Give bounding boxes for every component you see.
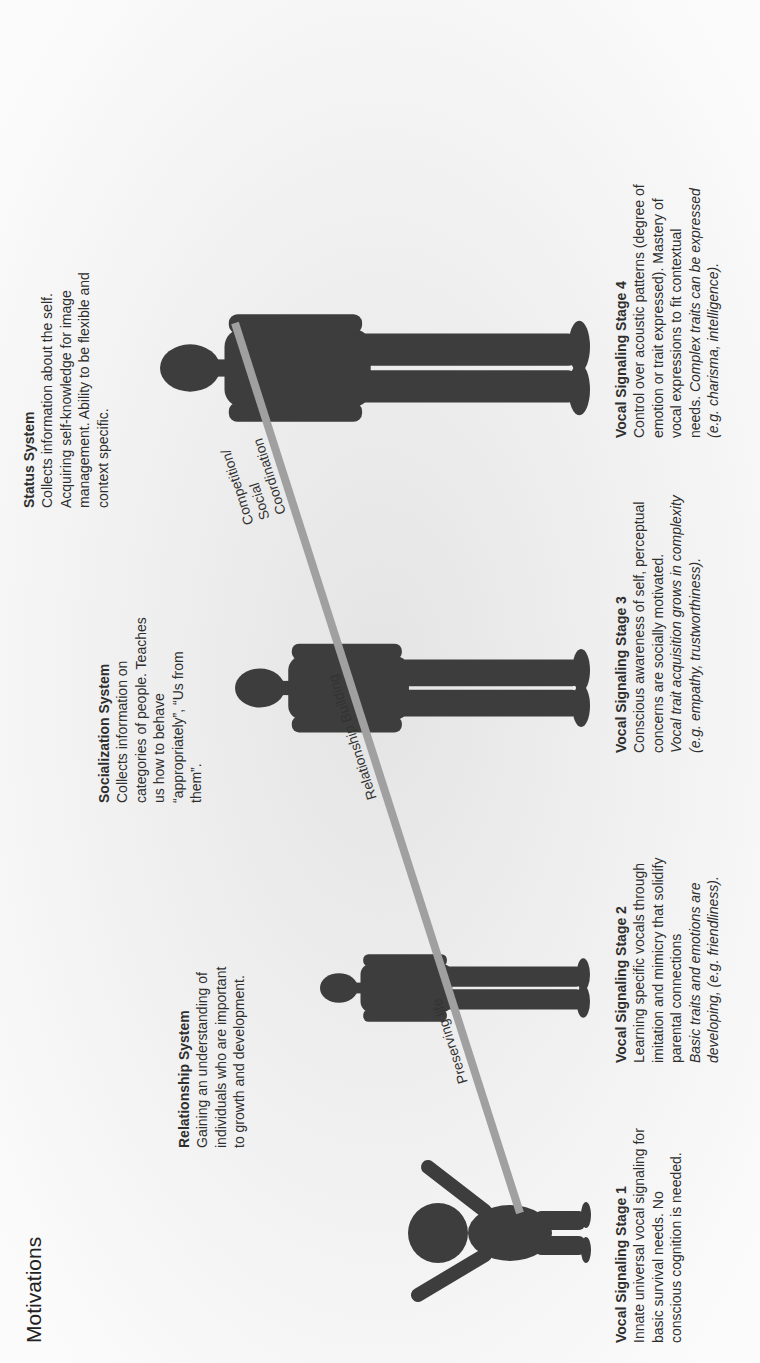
baby-silhouette: [408, 1167, 591, 1295]
teen-silhouette: [235, 644, 590, 733]
system-title: Socialization System: [95, 608, 113, 803]
text-group: Vocal Signaling Stage 4Control over acou…: [612, 163, 723, 438]
development-bar: [235, 323, 520, 1213]
stage-title: Vocal Signaling Stage 4: [612, 163, 630, 438]
stage-trait-text: Vocal trait acquisition grows in complex…: [667, 488, 704, 753]
stage-text: Conscious awareness of self, perceptual …: [630, 488, 667, 753]
adult-silhouette: [160, 314, 590, 422]
system-title: Relationship System: [175, 953, 193, 1148]
stage-text: Innate universal vocal signaling for bas…: [630, 1128, 685, 1343]
system-title: Status System: [20, 243, 38, 508]
stage-title: Vocal Signaling Stage 2: [612, 838, 630, 1063]
stage-trait-text: Basic traits and emotions are developing…: [686, 838, 723, 1063]
stage-text: Learning specific vocals through imitati…: [630, 838, 685, 1063]
system-text: Collects information about the self. Acq…: [38, 243, 112, 508]
text-group: Vocal Signaling Stage 3Conscious awarene…: [612, 488, 704, 753]
text-group: Status SystemCollects information about …: [20, 243, 112, 508]
text-group: Socialization SystemCollects information…: [95, 608, 206, 803]
system-text: Collects information on categories of pe…: [113, 608, 205, 803]
text-group: Vocal Signaling Stage 1Innate universal …: [612, 1128, 686, 1343]
text-group: Vocal Signaling Stage 2Learning specific…: [612, 838, 723, 1063]
stage-title: Vocal Signaling Stage 3: [612, 488, 630, 753]
system-text: Gaining an understanding of individuals …: [193, 953, 248, 1148]
stage-title: Vocal Signaling Stage 1: [612, 1128, 630, 1343]
row-heading: Motivations: [20, 1143, 48, 1343]
text-group: Relationship SystemGaining an understand…: [175, 953, 249, 1148]
text-group: Motivations: [20, 1143, 48, 1343]
